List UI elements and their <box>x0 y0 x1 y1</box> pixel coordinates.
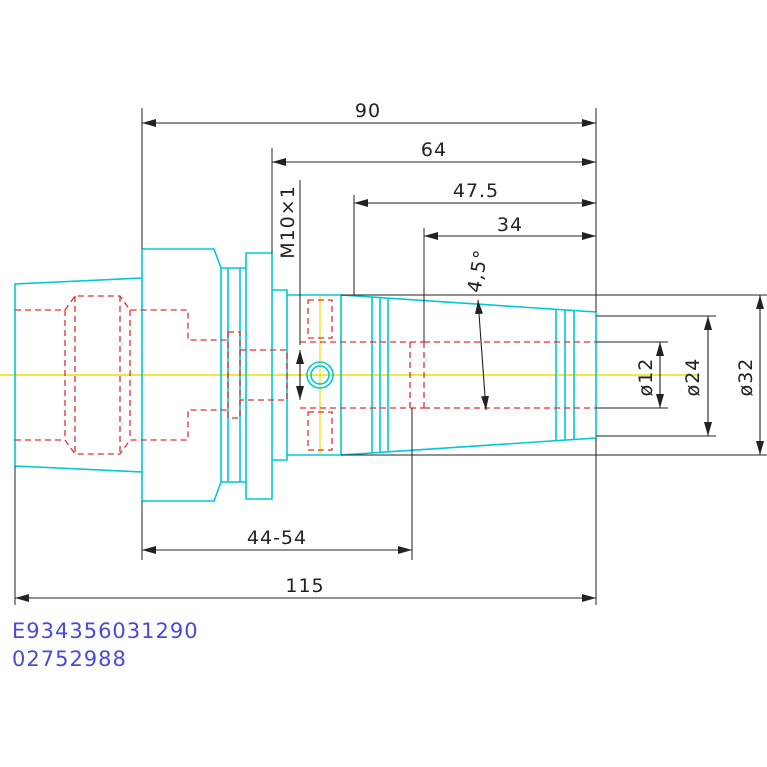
dimension-lines <box>15 119 764 602</box>
collar <box>245 252 273 500</box>
dim-angle-label: 4,5° <box>463 248 492 295</box>
dim-64-label: 64 <box>421 139 447 161</box>
cross-hole <box>306 361 334 389</box>
dim-dia12-label: ø12 <box>635 358 657 397</box>
part-code-line2: 02752988 <box>12 647 127 671</box>
shank-bore-bottom <box>15 409 228 455</box>
dim-dia32-label: ø32 <box>735 358 757 397</box>
cross-hole-inner <box>310 365 330 385</box>
dim-angle-line <box>475 299 489 411</box>
dim-115-label: 115 <box>285 575 324 597</box>
hidden-lines <box>15 295 596 455</box>
center-bore <box>240 349 288 401</box>
dim-dia24-label: ø24 <box>682 358 704 397</box>
taper-shank <box>14 277 143 473</box>
extension-lines <box>14 108 767 605</box>
dim-44-54-label: 44-54 <box>247 527 307 549</box>
thread-hole-bottom <box>307 411 333 451</box>
part-code-line1: E934356031290 <box>12 619 199 643</box>
gripper-groove <box>221 267 247 483</box>
dim-34-label: 34 <box>497 214 523 236</box>
dim-47-5-label: 47.5 <box>453 180 499 202</box>
dim-90-label: 90 <box>355 100 381 122</box>
thread-hole-top <box>307 299 333 339</box>
nose-body <box>340 294 597 456</box>
collet-bore <box>300 341 411 409</box>
dim-thread-label: M10×1 <box>277 185 299 259</box>
shank-bore <box>15 295 228 341</box>
